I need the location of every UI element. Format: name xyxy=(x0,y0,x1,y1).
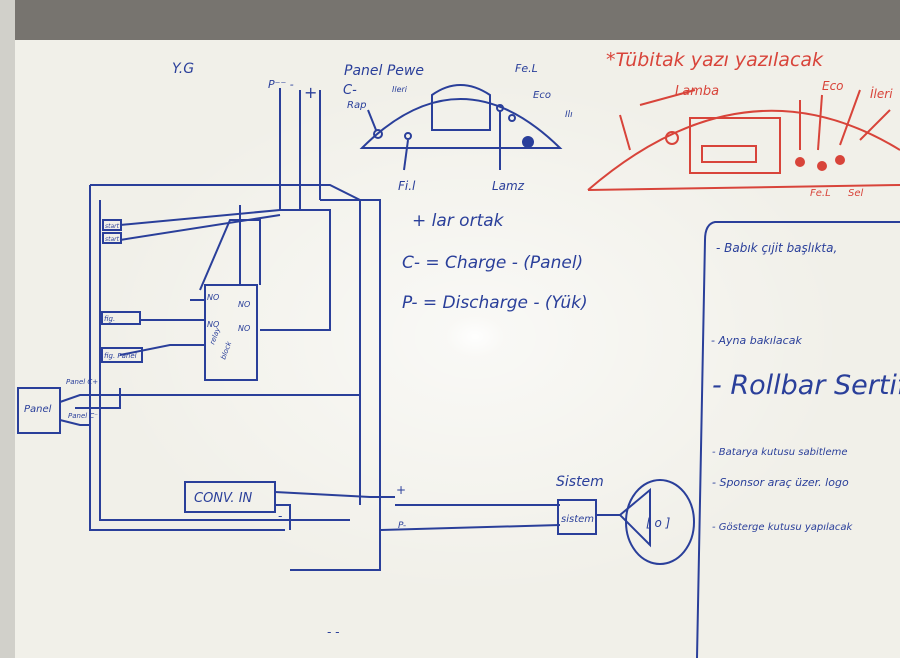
dash-panel-fel-label: Fe.L xyxy=(515,62,538,75)
corner-label: Y.G xyxy=(172,61,194,77)
dash-panel-fil-label: Fi.l xyxy=(398,179,416,193)
legend-line-3: P- = Discharge - (Yük) xyxy=(402,293,588,313)
small-label-start-2: start xyxy=(105,236,120,243)
dash-panel-eco-label: Eco xyxy=(533,90,551,101)
todo-item-3: - Rollbar Sertifi xyxy=(712,370,900,401)
terminal-minus-label: P⁻⁻ - xyxy=(268,78,294,91)
relay-label-4: NO xyxy=(238,324,250,333)
todo-item-1: - Babık çıjit başlıkta, xyxy=(716,241,837,255)
red-label-fel: Fe.L xyxy=(810,188,831,199)
left-circuit-diagram xyxy=(17,88,561,571)
relay-label-2: NO xyxy=(238,300,250,309)
dash-panel-ili-label: Ilı xyxy=(565,110,573,120)
wheel-inner-label: [ o ] xyxy=(646,516,671,530)
small-label-start-1: start xyxy=(105,223,120,230)
red-dashboard-sketch xyxy=(587,89,900,191)
legend-line-2: C- = Charge - (Panel) xyxy=(402,253,583,273)
todo-item-5: - Sponsor araç üzer. logo xyxy=(712,476,849,489)
todo-box-border xyxy=(696,221,900,658)
converter-label: CONV. IN xyxy=(194,491,253,506)
red-label-eco: Eco xyxy=(822,79,844,93)
legend-line-1: + lar ortak xyxy=(412,211,505,231)
red-label-ileri: İleri xyxy=(870,86,893,101)
dash-panel-sketch xyxy=(359,84,563,171)
panel-c-plus-label: Panel C+ xyxy=(66,378,98,386)
relay-label-1: NO xyxy=(207,293,219,302)
panel-c-minus-label: Panel C⁻ xyxy=(68,412,98,420)
dash-panel-lamz-label: Lamz xyxy=(492,179,525,193)
todo-item-6: - Gösterge kutusu yapılacak xyxy=(712,522,854,533)
red-label-sel: Sel xyxy=(848,188,864,199)
system-block xyxy=(557,479,695,565)
small-label-fig-1: fig. xyxy=(104,315,115,323)
bus-plus-label: + xyxy=(396,483,406,497)
red-label-lamba: Lamba xyxy=(675,84,719,99)
dash-panel-rap-label: Rap xyxy=(347,100,366,111)
dash-panel-title: Panel Pewe xyxy=(344,63,424,79)
todo-item-4: - Batarya kutusu sabitleme xyxy=(712,447,847,458)
panel-box-label: Panel xyxy=(24,404,52,415)
terminal-plus-label: + xyxy=(304,83,317,102)
system-box-label: sistem xyxy=(561,514,594,525)
todo-item-2: - Ayna bakılacak xyxy=(711,334,802,347)
bus-p-label: P- xyxy=(398,521,406,531)
dash-panel-ileri-label: Ileri xyxy=(392,85,408,94)
relay-label-3: NO xyxy=(207,320,219,329)
small-label-fig-2: fig. Panel xyxy=(104,352,137,360)
bus-minus-label: - xyxy=(278,509,282,523)
red-note-header: *Tübitak yazı yazılacak xyxy=(606,49,824,71)
dash-panel-left-text: C- xyxy=(343,83,357,98)
bottom-scribble: - - xyxy=(327,625,339,639)
system-header: Sistem xyxy=(556,474,604,490)
